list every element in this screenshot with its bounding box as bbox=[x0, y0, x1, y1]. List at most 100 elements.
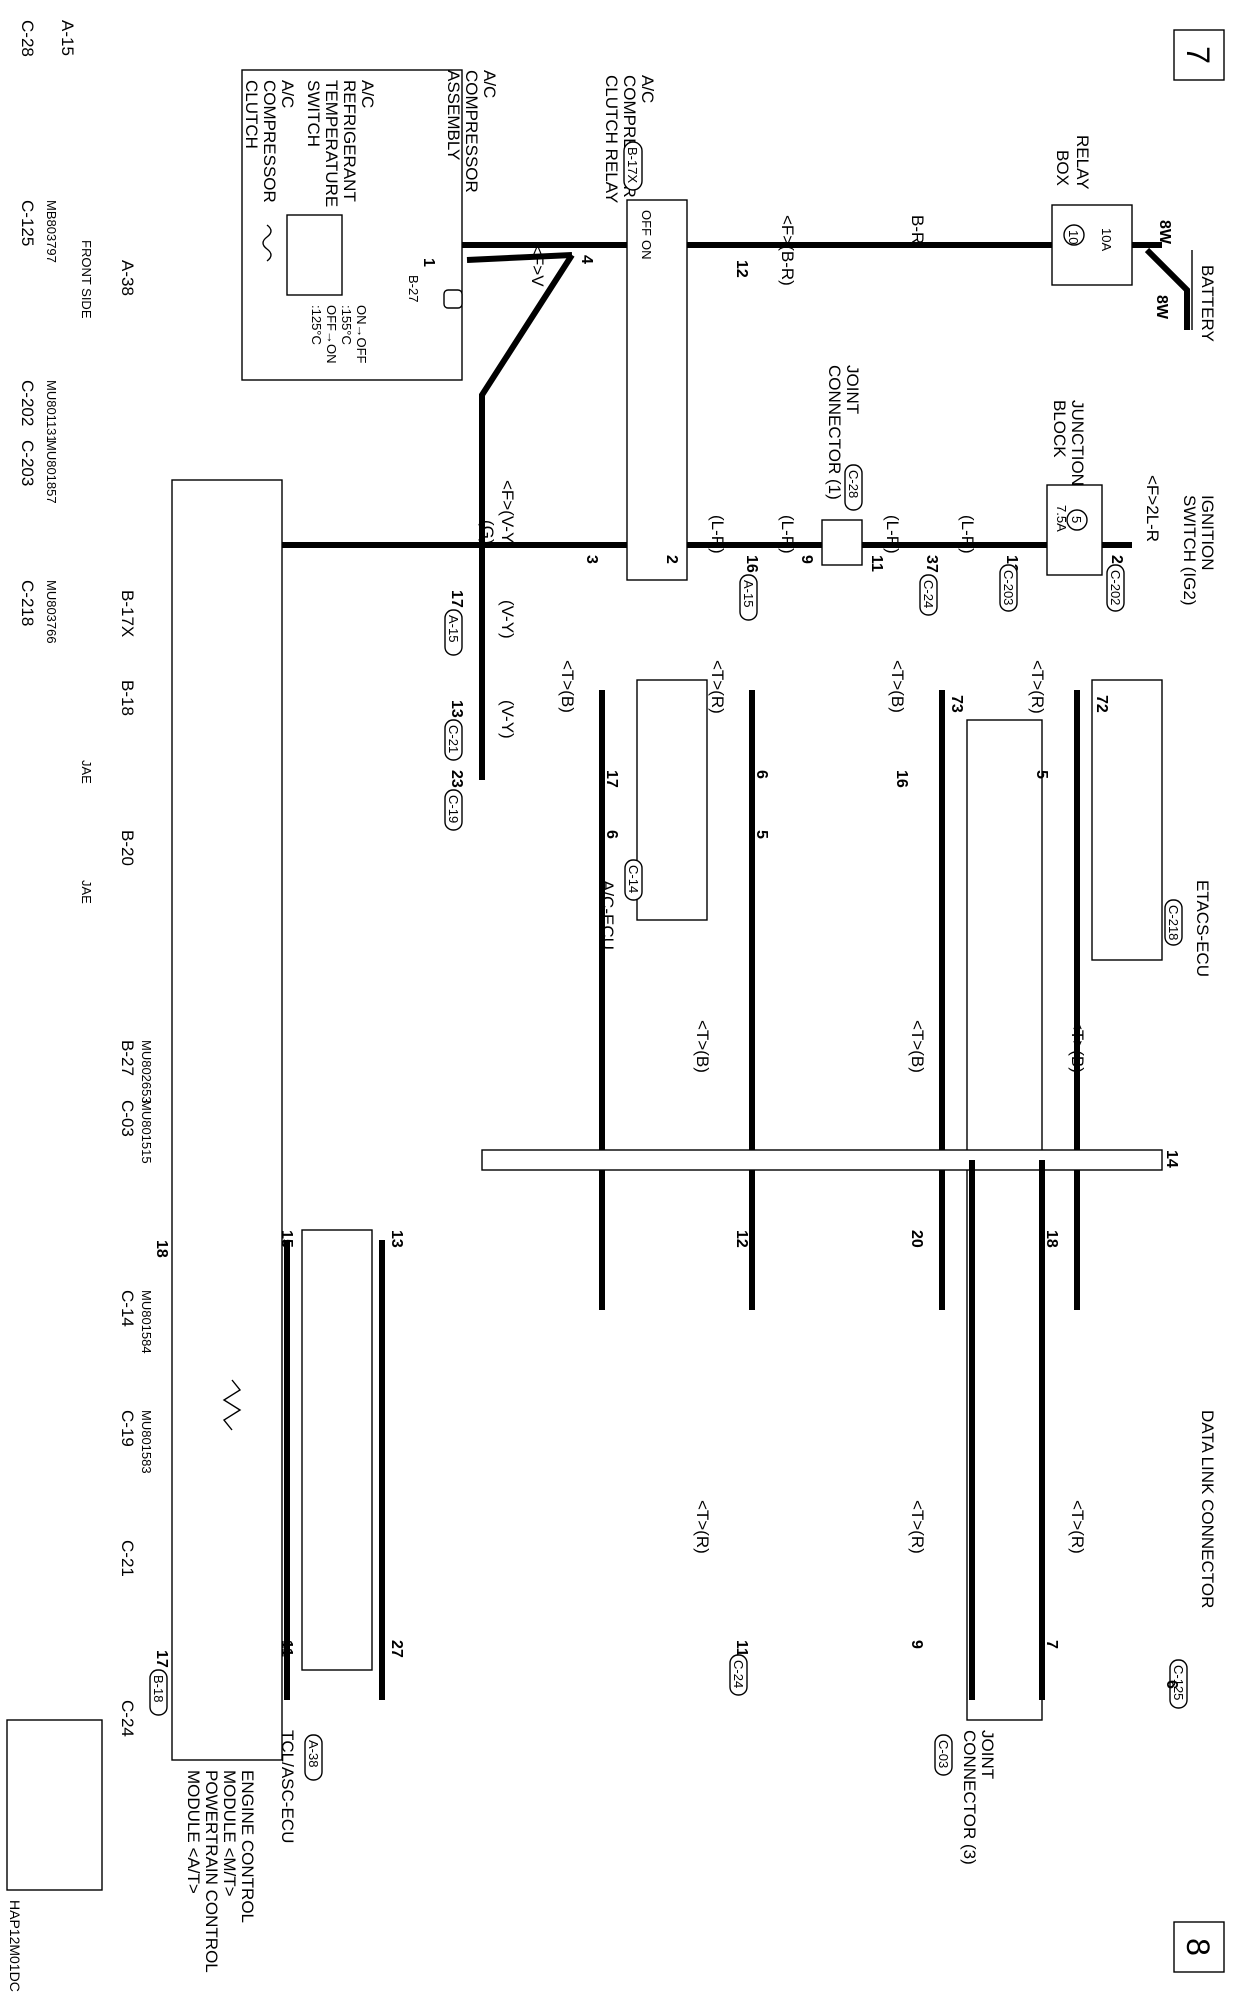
ecm-label-3: POWERTRAIN CONTROL bbox=[202, 1770, 221, 1973]
pn-c03: MU801515 bbox=[139, 1100, 154, 1164]
wire-v-y-2: (V-Y) bbox=[498, 700, 517, 739]
ac-relay-label-1: A/C bbox=[638, 75, 657, 103]
pin-16-a15: 16 bbox=[743, 555, 760, 573]
connector-b18-badge bbox=[149, 1669, 168, 1716]
etacs-ecu-label: ETACS-ECU bbox=[1193, 880, 1212, 977]
connector-b17x-badge bbox=[623, 141, 643, 191]
battery-8w-b: 8W bbox=[1153, 295, 1170, 320]
face-c21: C-21 bbox=[118, 1540, 137, 1577]
connector-b27-badge bbox=[443, 289, 463, 309]
joint-connector-1-label-2: CONNECTOR (1) bbox=[825, 365, 844, 500]
ecm-label-1: ENGINE CONTROL bbox=[238, 1770, 257, 1923]
refrig-switch-label-4: SWITCH bbox=[304, 80, 323, 147]
ac-compressor-clutch-relay bbox=[626, 199, 688, 581]
pin-9-jc3: 9 bbox=[908, 1640, 925, 1649]
wire-l-r-2: (L-R) bbox=[883, 515, 902, 554]
pin-27-tcl: 27 bbox=[388, 1640, 405, 1658]
face-b18: B-18 bbox=[118, 680, 137, 716]
ac-relay-pin4-to-compressor bbox=[466, 252, 573, 263]
face-jae-2: JAE bbox=[79, 880, 94, 904]
wire-t-r-3: <T>(R) bbox=[1068, 1500, 1087, 1554]
wire-t-b-1: <T>(B) bbox=[888, 660, 907, 713]
pin-13-tcl: 13 bbox=[388, 1230, 405, 1248]
face-c203: C-203 bbox=[18, 440, 37, 486]
pin-23-c19: 23 bbox=[448, 770, 465, 788]
pin-11-joint1: 11 bbox=[868, 555, 885, 572]
wire-t-r-2: <T>(R) bbox=[708, 660, 727, 714]
wire-t-b-2: <T>(B) bbox=[558, 660, 577, 713]
face-c19: C-19 bbox=[118, 1410, 137, 1447]
face-c03: C-03 bbox=[118, 1100, 137, 1137]
pin-17-b18: 17 bbox=[153, 1650, 170, 1668]
pin-17-jc3-acecu: 17 bbox=[603, 770, 620, 788]
document-code: HAP12M01DC bbox=[7, 1900, 23, 1992]
face-c24: C-24 bbox=[118, 1700, 137, 1737]
ac-relay-label-3: CLUTCH RELAY bbox=[602, 75, 621, 203]
face-b27: B-27 bbox=[118, 1040, 137, 1076]
battery-wire-a bbox=[1144, 247, 1190, 330]
relay-box-label-2: BOX bbox=[1053, 150, 1072, 186]
wire-l-r-4: (L-R) bbox=[708, 515, 727, 554]
refrig-switch-label-3: TEMPERATURE bbox=[322, 80, 341, 207]
junction-block-label-2: BLOCK bbox=[1050, 400, 1069, 458]
pin-2-ac-relay: 2 bbox=[663, 555, 680, 564]
face-a38: A-38 bbox=[118, 260, 137, 296]
ac-compressor-assembly-label-3: ASSEMBLY bbox=[444, 70, 463, 160]
switch-spec-4: :125°C bbox=[309, 305, 324, 345]
connector-c203-badge bbox=[999, 564, 1018, 612]
joint-connector-3-label-2: CONNECTOR (3) bbox=[960, 1730, 979, 1865]
fuse-10-rating: 10A bbox=[1099, 228, 1114, 251]
relay-off-label: OFF bbox=[639, 210, 654, 236]
connector-b18: B-18 bbox=[151, 1675, 166, 1702]
pin-14-dlc: 14 bbox=[1163, 1150, 1180, 1168]
connector-c218: C-218 bbox=[1166, 905, 1181, 940]
page-number-box-left bbox=[1173, 29, 1225, 81]
relay-on-label: ON bbox=[639, 240, 654, 260]
pin-73-etacs: 73 bbox=[948, 695, 965, 713]
connector-c14: C-14 bbox=[626, 865, 641, 893]
connector-c21: C-21 bbox=[446, 725, 461, 753]
tcl-asc-ecu-label: TCL/ASC-ECU bbox=[278, 1730, 297, 1843]
pin-12-relay-box: 12 bbox=[733, 260, 750, 278]
data-link-label: DATA LINK CONNECTOR bbox=[1198, 1410, 1217, 1608]
ac-compressor-assembly-label-1: A/C bbox=[480, 70, 499, 98]
wire-t-r-5: <T>(R) bbox=[693, 1500, 712, 1554]
pin-20-jc3: 20 bbox=[908, 1230, 925, 1248]
page-number-right: 8 bbox=[1180, 1938, 1216, 1956]
pin-1-compressor: 1 bbox=[420, 258, 437, 267]
pin-9-joint1: 9 bbox=[798, 555, 815, 564]
pn-c125: MB803797 bbox=[44, 200, 59, 263]
relay-box bbox=[1051, 204, 1133, 286]
pin-6-jc3-acecu: 6 bbox=[753, 770, 770, 779]
pin-17-a15: 17 bbox=[448, 590, 465, 608]
wire-l-r-3: (L-R) bbox=[778, 515, 797, 554]
clutch-label-3: CLUTCH bbox=[242, 80, 261, 149]
face-c14: C-14 bbox=[118, 1290, 137, 1327]
pn-c203: MU801857 bbox=[44, 440, 59, 504]
wire-f-b-r: <F>(B-R) bbox=[778, 215, 797, 286]
wire-f-v-y: <F>(V-Y) bbox=[498, 480, 517, 549]
connector-c203: C-203 bbox=[1001, 570, 1016, 605]
wire-b-r: B-R bbox=[908, 215, 927, 244]
fuse-5-number: 5 bbox=[1069, 516, 1084, 523]
face-jae-1: JAE bbox=[79, 760, 94, 784]
face-a15: A-15 bbox=[58, 20, 77, 56]
joint-connector-3 bbox=[966, 719, 1043, 1721]
connector-c125-badge bbox=[1169, 1659, 1188, 1709]
wire-v-y-1: (V-Y) bbox=[498, 600, 517, 639]
wire-l-r-1: (L-R) bbox=[958, 515, 977, 554]
ignition-switch-label-2: SWITCH (IG2) bbox=[1180, 495, 1199, 606]
wire-f-v: <F>V bbox=[528, 245, 547, 287]
wire-t-b-5: <T>(B) bbox=[693, 1020, 712, 1073]
ac-compressor-assembly-label-2: COMPRESSOR bbox=[462, 70, 481, 193]
connector-c202: C-202 bbox=[1108, 570, 1123, 605]
connector-c24-1: C-24 bbox=[921, 580, 936, 608]
connector-c28-badge bbox=[844, 464, 863, 511]
pin-2-c202: 2 bbox=[1108, 555, 1125, 564]
pin-12-c24: 12 bbox=[733, 1230, 750, 1248]
connector-c218-badge bbox=[1164, 899, 1183, 946]
junction-block-label-1: JUNCTION bbox=[1068, 400, 1087, 486]
pin-5-jc3-etacs: 5 bbox=[1033, 770, 1050, 779]
battery-label: BATTERY bbox=[1198, 265, 1217, 342]
